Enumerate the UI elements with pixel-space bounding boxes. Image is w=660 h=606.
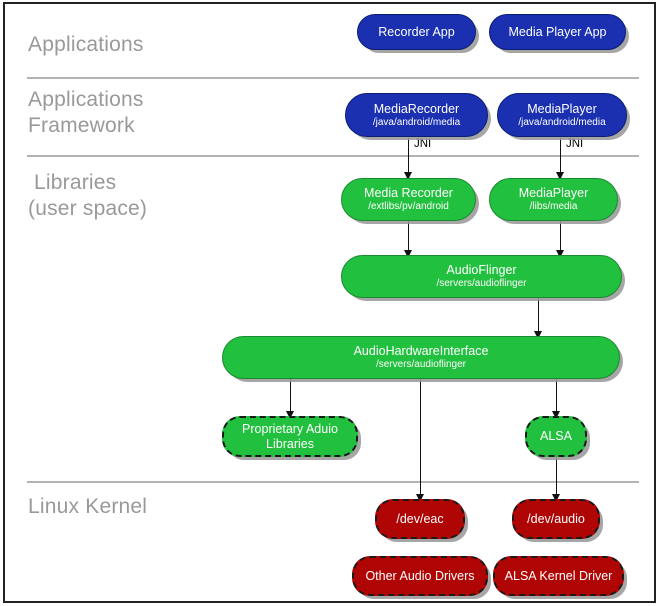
connector-ahi-to-proprietary-libraries [290,374,291,416]
node-title: Media Recorder [364,186,453,201]
node-subtitle: /servers/audioflinger [375,359,467,371]
diagram-frame [3,2,656,603]
node-dev-audio[interactable]: /dev/audio [512,499,600,539]
node-title: /dev/audio [527,511,585,526]
node-subtitle: /libs/media [529,201,578,213]
node-mediaplayer-framework[interactable]: MediaPlayer /java/android/media [497,93,627,137]
node-title: Recorder App [378,24,455,39]
node-mediaplayer-library[interactable]: MediaPlayer /libs/media [489,178,618,221]
node-title: MediaPlayer [527,101,597,116]
node-title: Media Player App [508,24,607,39]
arrowhead-media-recorder [404,172,412,180]
layer-label-applications-framework: Applications Framework [28,88,144,137]
arrowhead-audioflinger-left [404,250,412,258]
arrowhead-dev-audio [552,494,560,502]
connector-ahi-to-alsa [556,374,557,416]
node-title: /dev/eac [396,511,444,526]
arrowhead-alsa [552,411,560,419]
node-alsa-kernel-driver[interactable]: ALSA Kernel Driver [493,556,624,596]
node-title: MediaRecorder [373,101,460,116]
node-title: Other Audio Drivers [365,568,475,583]
node-media-player-app[interactable]: Media Player App [489,14,626,50]
node-subtitle: /java/android/media [372,116,461,128]
node-dev-eac[interactable]: /dev/eac [375,499,465,539]
connector-media-recorder-to-audioflinger [408,221,409,255]
node-alsa[interactable]: ALSA [525,416,587,457]
separator-applications [27,77,639,79]
arrowhead-audioflinger-right [556,250,564,258]
arrowhead-audiohardwareinterface [534,331,542,339]
connector-ahi-to-dev-eac [420,374,421,499]
node-audiohardwareinterface[interactable]: AudioHardwareInterface /servers/audiofli… [222,336,620,379]
layer-label-libraries: Libraries (user space) [28,171,148,220]
connector-label-jni-left: JNI [414,138,432,150]
node-title: MediaPlayer [518,186,589,201]
arrowhead-dev-eac [416,494,424,502]
connector-alsa-to-dev-audio [556,457,557,499]
node-audioflinger[interactable]: AudioFlinger /servers/audioflinger [341,255,622,298]
node-recorder-app[interactable]: Recorder App [357,14,476,50]
separator-framework [27,155,639,157]
node-title: ALSA Kernel Driver [504,568,613,583]
node-title-line2: Libraries [266,436,314,451]
node-subtitle: /servers/audioflinger [436,278,527,290]
node-title: Proprietary Aduio [242,422,338,437]
node-subtitle: /extlibs/pv/android [368,201,449,213]
node-other-audio-drivers[interactable]: Other Audio Drivers [352,556,488,596]
connector-mediaplayer-lib-to-audioflinger [560,221,561,255]
node-proprietary-audio-libraries[interactable]: Proprietary Aduio Libraries [222,416,358,457]
arrowhead-proprietary-libraries [286,411,294,419]
separator-libraries [27,481,639,483]
connector-audioflinger-to-audiohardwareinterface [538,298,539,336]
layer-label-applications: Applications [28,33,144,56]
node-subtitle: /java/android/media [518,116,606,128]
node-title: AudioHardwareInterface [353,344,489,359]
node-media-recorder-library[interactable]: Media Recorder /extlibs/pv/android [341,178,476,221]
connector-mediaplayer-to-mediaplayer-lib [560,138,561,178]
node-mediarecorder-framework[interactable]: MediaRecorder /java/android/media [345,93,488,137]
connector-mediarecorder-to-media-recorder [408,138,409,178]
layer-label-linux-kernel: Linux Kernel [28,495,148,518]
node-title: ALSA [540,429,572,444]
node-title: AudioFlinger [446,263,517,278]
arrowhead-mediaplayer-lib [556,172,564,180]
connector-label-jni-right: JNI [566,138,584,150]
